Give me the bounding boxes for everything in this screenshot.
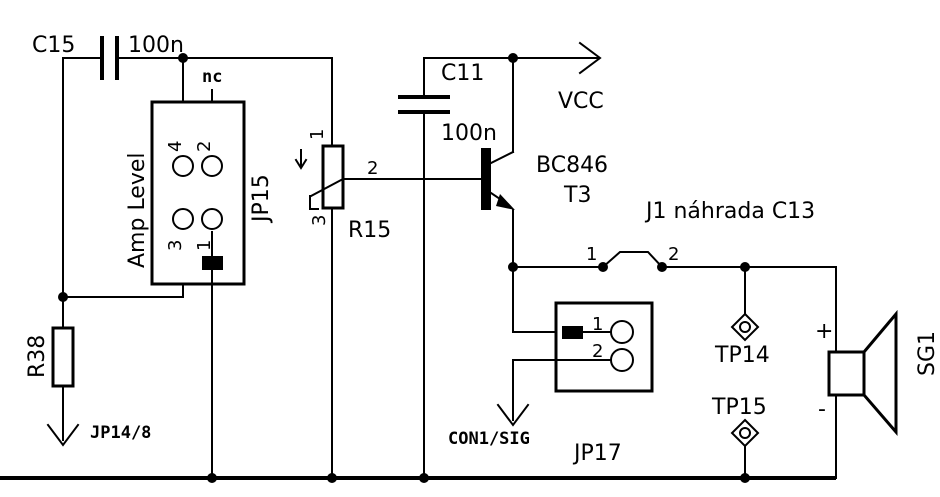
resistor-r38: [51, 326, 75, 388]
sg1-ref: SG1: [915, 331, 940, 376]
junction-dot: [740, 473, 750, 483]
t3-collector: [489, 150, 515, 165]
jp14-label: JP14/8: [90, 423, 151, 443]
jp15-ref: JP15: [249, 174, 274, 224]
jp15-pin3-num: 3: [165, 240, 186, 251]
jumper-jp17: [554, 301, 654, 393]
jp17-pin1-num: 1: [592, 314, 603, 335]
jp17-pin2-num: 2: [592, 341, 603, 362]
transistor-t3-base: [481, 148, 491, 210]
t3-ref: T3: [563, 183, 591, 208]
r15-ref: R15: [348, 218, 391, 243]
jp15-pin1-num: 1: [194, 240, 215, 251]
c15-value: 100n: [128, 33, 184, 58]
tp14-pad: [730, 312, 760, 342]
con1-arrow-icon: [496, 403, 530, 427]
vcc-arrow-icon: [578, 41, 602, 75]
sg1-plus: +: [815, 319, 833, 344]
c15-ref: C15: [32, 33, 75, 58]
j1-label: J1 náhrada C13: [644, 199, 815, 224]
tp15-label: TP15: [711, 395, 767, 420]
jp14-arrow-icon: [46, 423, 80, 447]
j1-pin2-num: 2: [668, 244, 679, 265]
r15-wiper-wire: [309, 178, 482, 198]
junction-dot: [327, 473, 337, 483]
capacitor-c15: [62, 36, 333, 80]
wiper-arrow-icon: [294, 158, 308, 170]
jp15-pad-4: [172, 155, 194, 177]
speaker-sg1-cone: [862, 309, 898, 437]
t3-part: BC846: [536, 153, 608, 178]
r15-pin3-num: 3: [309, 215, 330, 226]
con1-label: CON1/SIG: [448, 429, 530, 449]
potentiometer-r15: [321, 144, 345, 210]
solder-jumper-j1: [601, 251, 664, 269]
vcc-label: VCC: [558, 89, 604, 114]
r15-pin2-num: 2: [367, 158, 378, 179]
jp17-ref: JP17: [572, 441, 622, 466]
jp15-pad-1: [201, 208, 223, 230]
tp14-hole: [739, 321, 751, 333]
junction-dot: [419, 473, 429, 483]
tp15-hole: [739, 427, 751, 439]
jp15-nc-label: nc: [202, 67, 222, 87]
jp15-label: Amp Level: [125, 152, 150, 268]
r15-pin3-stub: [309, 195, 319, 210]
r38-ref: R38: [25, 335, 50, 378]
jp15-pad-3: [172, 208, 194, 230]
tp14-label: TP14: [714, 343, 770, 368]
sg1-minus: -: [818, 397, 826, 422]
jp17-pin2-wire: [512, 359, 612, 421]
tp15-pad: [730, 418, 760, 448]
jp15-pin4-num: 4: [165, 141, 186, 152]
j1-pin1-num: 1: [586, 244, 597, 265]
c11-ref: C11: [441, 61, 484, 86]
t3-emitter-arrow-icon: [496, 194, 515, 210]
jp15-pad-2: [201, 155, 223, 177]
speaker-sg1-body: [827, 350, 866, 397]
junction-dot: [207, 473, 217, 483]
jp15-pin2-num: 2: [194, 141, 215, 152]
jumper-jp15: [150, 100, 246, 286]
r15-pin1-num: 1: [307, 129, 328, 140]
c11-value: 100n: [441, 121, 497, 146]
